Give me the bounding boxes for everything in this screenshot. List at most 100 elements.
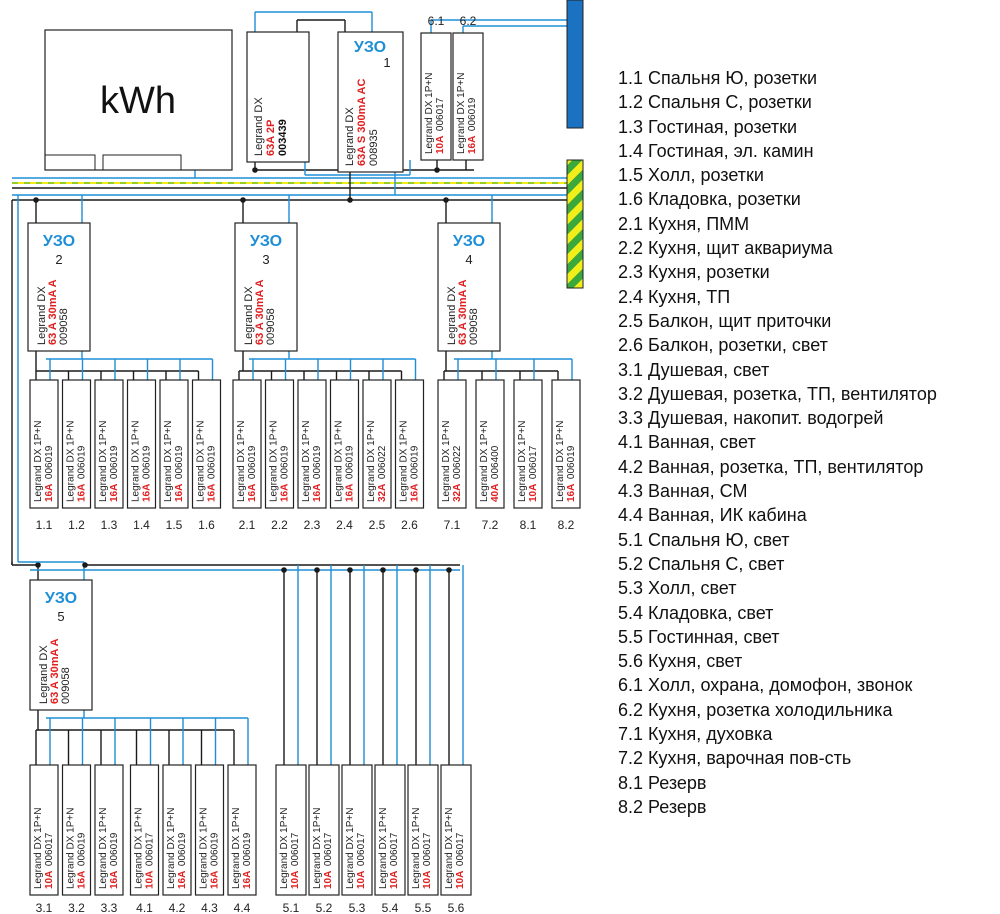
breaker-brand: Legrand DX 1P+N	[479, 421, 490, 502]
breaker-id: 8.2	[558, 518, 575, 532]
junction-dot	[252, 167, 258, 173]
breaker-rating: 10A	[44, 871, 55, 889]
breaker-code: 006017	[455, 832, 466, 866]
junction-dot	[446, 567, 452, 573]
breaker-id: 3.3	[101, 901, 118, 914]
legend-item: 2.2 Кухня, щит аквариума	[618, 238, 833, 259]
breaker-body	[420, 32, 452, 161]
breaker-brand: Legrand DX 1P+N	[199, 808, 210, 889]
top-breaker-id: 6.1	[428, 14, 445, 28]
breaker-body	[227, 764, 257, 896]
breaker-code: 006017	[435, 97, 446, 131]
breaker-code: 006017	[422, 832, 433, 866]
breaker-id: 2.4	[336, 518, 353, 532]
legend-item: 5.5 Гостинная, свет	[618, 626, 780, 647]
legend-item: 2.1 Кухня, ПММ	[618, 213, 750, 234]
breaker-rating: 10A	[528, 484, 539, 502]
breaker-brand: Legrand DX 1P+N	[517, 421, 528, 502]
breaker-brand: Legrand DX 1P+N	[166, 808, 177, 889]
breaker-brand: Legrand DX 1P+N	[456, 73, 467, 154]
breaker-id: 5.1	[283, 901, 300, 914]
legend-item: 5.6 Кухня, свет	[618, 651, 743, 672]
breaker-brand: Legrand DX 1P+N	[334, 421, 345, 502]
legend-item: 2.3 Кухня, розетки	[618, 262, 770, 283]
breaker-brand: Legrand DX 1P+N	[424, 73, 435, 154]
breaker-body	[362, 379, 392, 509]
breaker-brand: Legrand DX 1P+N	[131, 421, 142, 502]
main-rcd-brand: Legrand DX	[344, 107, 356, 166]
breaker-rating: 16A	[247, 484, 258, 502]
breaker-brand: Legrand DX 1P+N	[444, 808, 455, 889]
breaker-body	[394, 379, 425, 509]
breaker-rating: 16A	[280, 484, 291, 502]
breaker-id: 2.3	[304, 518, 321, 532]
breaker-rating: 40A	[490, 484, 501, 502]
rcd-code: 009058	[60, 667, 72, 704]
breaker-brand: Legrand DX 1P+N	[236, 421, 247, 502]
breaker-id: 2.5	[369, 518, 386, 532]
breaker-rating: 16A	[345, 484, 356, 502]
breaker-body	[162, 764, 192, 896]
breaker-code: 006019	[44, 445, 55, 479]
breaker-code: 006019	[109, 832, 120, 866]
junction-dot	[281, 567, 287, 573]
breaker-code: 006400	[490, 445, 501, 479]
rcd-body	[437, 222, 501, 352]
legend-item: 1.3 Гостиная, розетки	[618, 116, 798, 137]
breaker-brand: Legrand DX 1P+N	[98, 421, 109, 502]
breaker-body	[341, 764, 373, 896]
breaker-brand: Legrand DX 1P+N	[441, 421, 452, 502]
breaker-rating: 32A	[452, 484, 463, 502]
breaker-code: 006017	[389, 832, 400, 866]
breaker-code: 006019	[77, 832, 88, 866]
main-switch-brand: Legrand DX	[253, 97, 265, 156]
breaker-brand: Legrand DX 1P+N	[279, 808, 290, 889]
rcd-number: 3	[262, 252, 269, 267]
breaker-body	[61, 379, 92, 509]
legend-item: 1.6 Кладовка, розетки	[618, 189, 801, 210]
legend-item: 7.1 Кухня, духовка	[618, 724, 773, 745]
rcd-body	[234, 222, 298, 352]
main-switch-rating: 63A 2P	[265, 120, 277, 156]
breaker-body	[551, 379, 581, 509]
legend-item: 3.3 Душевая, накопит. водогрей	[618, 408, 884, 429]
rcd-code: 009058	[265, 308, 277, 345]
breaker-rating: 16A	[210, 871, 221, 889]
breaker-rating: 16A	[44, 484, 55, 502]
breaker-body	[475, 379, 505, 509]
breaker-code: 006019	[280, 445, 291, 479]
legend-item: 5.1 Спальня Ю, свет	[618, 529, 790, 550]
legend-item: 1.1 Спальня Ю, розетки	[618, 68, 817, 88]
breaker-id: 4.3	[201, 901, 218, 914]
rcd-title: УЗО	[43, 233, 75, 250]
breaker-body	[452, 32, 484, 161]
legend-item: 5.4 Кладовка, свет	[618, 602, 774, 623]
breaker-body	[374, 764, 406, 896]
breaker-rating: 10A	[356, 871, 367, 889]
main-rcd-number: 1	[383, 55, 390, 70]
junction-dot	[443, 197, 449, 203]
main-switch-body	[246, 31, 310, 163]
breaker-id: 4.4	[234, 901, 251, 914]
breaker-id: 1.5	[166, 518, 183, 532]
rcd-number: 5	[57, 609, 64, 624]
breaker-id: 8.1	[520, 518, 537, 532]
breaker-id: 1.3	[101, 518, 118, 532]
breaker-rating: 10A	[145, 871, 156, 889]
rcd-brand: Legrand DX	[446, 286, 458, 345]
breaker-body	[407, 764, 439, 896]
rcd-rating: 63 A 30mA A	[49, 638, 61, 704]
